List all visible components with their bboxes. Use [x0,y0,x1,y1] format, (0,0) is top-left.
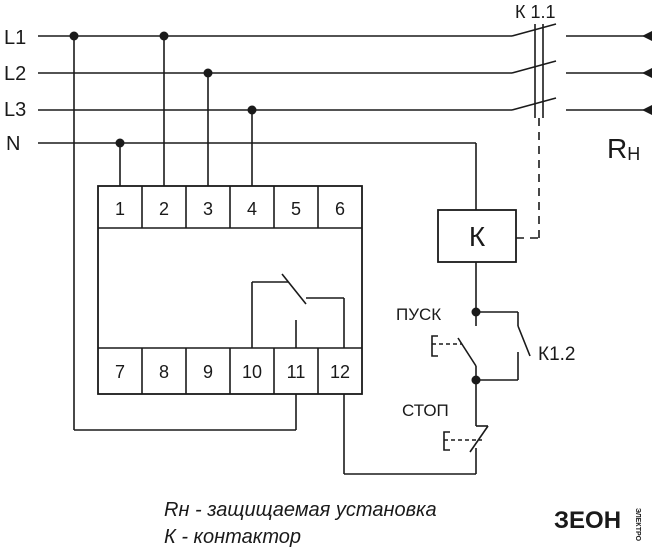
terminal-6: 6 [335,199,345,219]
stop-circuit-wire [343,394,477,475]
bus-drops [73,36,297,431]
logo-suffix: ЭЛЕКТРО [634,508,641,542]
legend-line-2: К - контактор [164,526,301,548]
aux-contact-label: К1.2 [538,344,575,365]
load-label: RН [607,133,640,164]
terminal-2: 2 [159,199,169,219]
start-button-symbol [431,312,477,380]
coil-k [437,209,517,263]
terminal-10: 10 [242,362,262,382]
brand-logo: ЗЕОН ЭЛЕКТРО [554,507,641,542]
junction-l1-left [69,31,79,41]
terminal-12: 12 [330,362,350,382]
relay-terminal-dividers [141,186,319,394]
junction-l2-term3 [203,68,213,78]
arrow-l1-out [642,31,652,41]
junction-l3-term4 [247,105,257,115]
relay-internal-contact [251,273,345,348]
line-label-n: N [6,133,20,155]
terminal-7: 7 [115,362,125,382]
terminal-11: 11 [287,362,306,382]
coil-label: К [469,221,486,252]
arrow-l2-out [642,68,652,78]
arrow-l3-out [642,105,652,115]
terminal-9: 9 [203,362,213,382]
line-label-l1: L1 [4,27,26,49]
junction-l1-term2 [159,31,169,41]
terminal-1: 1 [115,199,125,219]
legend-line-1: Rн - защищаемая установка [164,499,437,521]
terminal-5: 5 [291,199,301,219]
junction-n-term1 [115,138,125,148]
line-label-l3: L3 [4,99,26,121]
terminal-3: 3 [203,199,213,219]
terminal-4: 4 [247,199,257,219]
line-label-l2: L2 [4,63,26,85]
aux-contact-k12 [476,311,531,381]
contactor-main-label: К 1.1 [515,2,556,22]
terminal-8: 8 [159,362,169,382]
stop-button-label: СТОП [402,401,449,420]
logo-brand: ЗЕОН [554,507,621,534]
stop-button-symbol [443,425,489,454]
start-button-label: ПУСК [396,305,441,324]
main-contactor-contacts [511,23,652,118]
